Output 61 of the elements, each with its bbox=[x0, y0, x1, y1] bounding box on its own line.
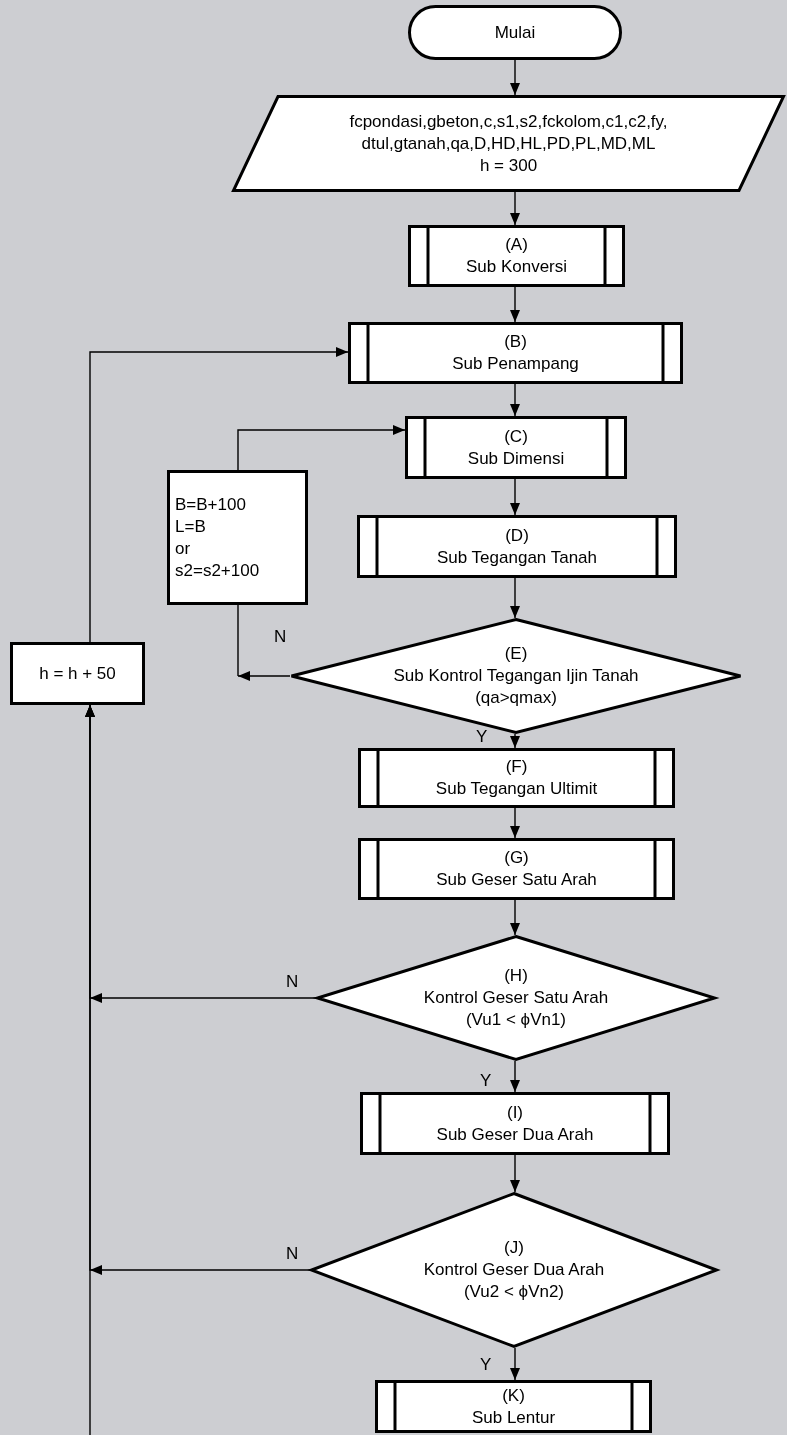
node-text: (F) bbox=[505, 756, 528, 778]
arrow bbox=[510, 191, 520, 226]
subprocess-box bbox=[348, 322, 683, 384]
node-text: Sub Dimensi bbox=[467, 447, 565, 470]
node-text: Sub Penampang bbox=[452, 353, 579, 375]
node-text: Sub Kontrol Tegangan Ijin Tanah bbox=[393, 665, 639, 687]
node-text: Sub Tegangan Tanah bbox=[436, 546, 598, 569]
node-text: Kontrol Geser Dua Arah bbox=[423, 1259, 605, 1281]
subprocess-box bbox=[405, 416, 627, 479]
subprocess-box bbox=[375, 1380, 652, 1433]
node-text: (G) bbox=[504, 847, 529, 869]
arrow bbox=[510, 478, 520, 516]
arrow bbox=[510, 59, 520, 96]
node-text: (A) bbox=[505, 234, 528, 256]
node-text: (C) bbox=[504, 425, 528, 448]
arrow bbox=[237, 671, 291, 681]
node-text: (I) bbox=[506, 1101, 523, 1124]
node-text: Mulai bbox=[494, 21, 536, 44]
arrow bbox=[89, 347, 349, 643]
arrow bbox=[510, 1347, 520, 1381]
node-text: Sub Tegangan Ultimit bbox=[435, 778, 598, 800]
node-text: h = 300 bbox=[479, 154, 538, 177]
arrow bbox=[85, 704, 95, 1435]
node-text: (Vu1 < ϕVn1) bbox=[465, 1009, 567, 1031]
node-text: (D) bbox=[505, 524, 529, 547]
node-text: B=B+100 bbox=[175, 493, 246, 516]
arrow bbox=[510, 1060, 520, 1093]
subprocess-box bbox=[358, 838, 675, 900]
subprocess-box bbox=[408, 225, 625, 287]
node-text: Sub Geser Dua Arah bbox=[436, 1123, 594, 1146]
arrow bbox=[510, 899, 520, 936]
subprocess-box bbox=[360, 1092, 670, 1155]
subprocess-box bbox=[358, 748, 675, 808]
node-text: h = h + 50 bbox=[39, 662, 116, 685]
node-text: s2=s2+100 bbox=[175, 559, 260, 582]
terminal-shape bbox=[408, 5, 622, 60]
arrow bbox=[510, 383, 520, 417]
arrow bbox=[510, 1154, 520, 1193]
node-text: or bbox=[175, 537, 191, 560]
subprocess-box bbox=[357, 515, 677, 578]
node-text: (Vu2 < ϕVn2) bbox=[463, 1281, 565, 1303]
input-parallelogram bbox=[232, 95, 785, 192]
node-text: (qa>qmax) bbox=[475, 687, 557, 709]
decision-diamond bbox=[310, 1192, 718, 1348]
node-text: (B) bbox=[504, 331, 527, 353]
node-text: (E) bbox=[504, 643, 528, 665]
node-text: Sub Lentur bbox=[471, 1406, 556, 1429]
process-box bbox=[167, 470, 308, 605]
arrow bbox=[510, 286, 520, 323]
node-text: (H) bbox=[504, 965, 528, 987]
arrow bbox=[510, 807, 520, 839]
node-text: Sub Geser Satu Arah bbox=[436, 869, 597, 891]
node-text: (J) bbox=[504, 1237, 524, 1259]
node-text: (K) bbox=[502, 1384, 525, 1407]
arrow bbox=[510, 577, 520, 619]
process-box bbox=[10, 642, 145, 705]
arrow bbox=[510, 733, 520, 749]
node-text: Sub Konversi bbox=[465, 256, 568, 278]
node-text: L=B bbox=[175, 515, 206, 538]
node-text: Kontrol Geser Satu Arah bbox=[423, 987, 609, 1009]
arrow bbox=[237, 425, 406, 471]
